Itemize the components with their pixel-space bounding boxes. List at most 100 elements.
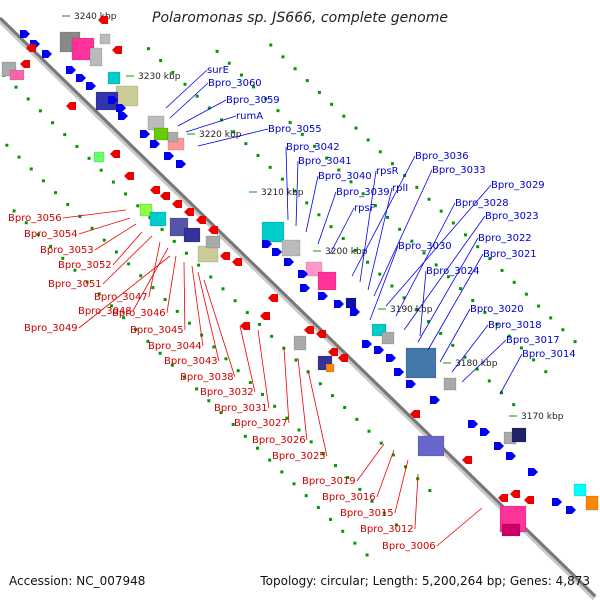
gc-dot bbox=[146, 47, 150, 51]
gene-block bbox=[205, 235, 221, 249]
reverse-gene-arrow bbox=[112, 46, 122, 54]
gc-dot bbox=[61, 256, 65, 260]
gene-block bbox=[93, 151, 105, 163]
reverse-gene-arrow bbox=[184, 208, 194, 216]
forward-gene-arrow bbox=[552, 498, 562, 506]
reverse-gene-arrow bbox=[232, 258, 242, 266]
gc-dot bbox=[483, 310, 487, 314]
forward-gene-arrow bbox=[362, 340, 372, 348]
gc-dot bbox=[231, 422, 235, 426]
gc-dot bbox=[309, 440, 313, 444]
gene-block bbox=[501, 523, 521, 537]
gc-dot bbox=[195, 94, 199, 98]
forward-gene-arrow bbox=[66, 66, 76, 74]
gc-dot bbox=[139, 274, 143, 278]
gc-dot bbox=[305, 79, 309, 83]
gc-dot bbox=[219, 411, 223, 415]
gene-block bbox=[9, 69, 25, 81]
gene-block bbox=[183, 227, 201, 243]
forward-gene-arrow bbox=[350, 308, 360, 316]
reverse-gene-leader bbox=[257, 329, 270, 409]
gene-block bbox=[99, 33, 111, 45]
gc-dot bbox=[459, 287, 463, 291]
gc-dot bbox=[367, 429, 371, 433]
gc-dot bbox=[170, 363, 174, 367]
reverse-gene-arrow bbox=[524, 496, 534, 504]
gc-dot bbox=[280, 470, 284, 474]
gc-dot bbox=[342, 114, 346, 118]
forward-gene-leader bbox=[395, 202, 456, 317]
gc-dot bbox=[382, 511, 386, 515]
reverse-gene-arrow bbox=[260, 312, 270, 320]
gc-dot bbox=[451, 343, 455, 347]
forward-gene-label: Bpro_3017 bbox=[506, 335, 560, 346]
gc-dot bbox=[281, 55, 285, 59]
forward-gene-arrow bbox=[494, 442, 504, 450]
reverse-gene-leader bbox=[297, 357, 308, 441]
reverse-gene-arrow bbox=[410, 410, 420, 418]
gc-dot bbox=[331, 394, 335, 398]
gene-block bbox=[107, 71, 121, 85]
gc-dot bbox=[252, 85, 256, 89]
forward-gene-arrow bbox=[394, 368, 404, 376]
accession-text: Accession: NC_007948 bbox=[9, 574, 146, 588]
forward-gene-arrow bbox=[176, 160, 186, 168]
gc-dot bbox=[500, 268, 504, 272]
gc-dot bbox=[317, 213, 321, 217]
gc-dot bbox=[366, 260, 370, 264]
gene-block bbox=[89, 47, 103, 67]
gc-dot bbox=[471, 299, 475, 303]
reverse-gene-arrow bbox=[462, 456, 472, 464]
forward-gene-label: Bpro_3033 bbox=[432, 165, 486, 176]
gc-dot bbox=[317, 90, 321, 94]
reverse-gene-label: Bpro_3053 bbox=[40, 245, 94, 256]
topology-summary: Topology: circular; Length: 5,200,264 bp… bbox=[260, 574, 590, 588]
gc-dot bbox=[172, 239, 176, 243]
gc-dot bbox=[349, 180, 353, 184]
forward-gene-label: Bpro_3041 bbox=[298, 156, 352, 167]
reverse-gene-leader bbox=[239, 325, 256, 393]
forward-gene-arrow bbox=[300, 284, 310, 292]
gene-block bbox=[167, 131, 179, 143]
gc-dot bbox=[66, 203, 70, 207]
gc-dot bbox=[148, 216, 152, 220]
forward-gene-label: Bpro_3039 bbox=[336, 187, 390, 198]
gc-dot bbox=[122, 316, 126, 320]
gc-dot bbox=[227, 61, 231, 65]
gc-dot bbox=[507, 334, 511, 338]
gc-dot bbox=[343, 406, 347, 410]
gene-block bbox=[585, 495, 599, 511]
gc-dot bbox=[495, 322, 499, 326]
gene-block bbox=[281, 239, 301, 257]
gc-dot bbox=[136, 204, 140, 208]
reverse-gene-leader bbox=[62, 209, 127, 219]
gc-dot bbox=[512, 403, 516, 407]
forward-gene-arrow bbox=[42, 50, 52, 58]
reverse-gene-leader bbox=[78, 255, 171, 329]
kbp-tick-label: 3210 kbp bbox=[261, 188, 304, 198]
forward-gene-arrow bbox=[262, 240, 272, 248]
gc-dot bbox=[353, 248, 357, 252]
gc-dot bbox=[41, 179, 45, 183]
forward-gene-label: Bpro_3059 bbox=[226, 95, 280, 106]
gene-block bbox=[153, 127, 169, 141]
reverse-gene-arrow bbox=[240, 322, 250, 330]
forward-gene-label: Bpro_3022 bbox=[478, 233, 532, 244]
forward-gene-label: Bpro_3020 bbox=[470, 304, 524, 315]
reverse-gene-arrow bbox=[498, 494, 508, 502]
gc-dot bbox=[257, 322, 261, 326]
forward-gene-arrow bbox=[480, 428, 490, 436]
gc-dot bbox=[207, 106, 211, 110]
gc-dot bbox=[163, 297, 167, 301]
forward-gene-label: Bpro_3024 bbox=[426, 266, 480, 277]
gc-dot bbox=[446, 275, 450, 279]
reverse-gene-leader bbox=[132, 247, 169, 312]
reverse-gene-leader bbox=[376, 449, 395, 498]
gc-dot bbox=[312, 144, 316, 148]
gc-dot bbox=[264, 97, 268, 101]
gc-dot bbox=[370, 499, 374, 503]
reverse-gene-leader bbox=[102, 235, 153, 285]
gc-dot bbox=[212, 345, 216, 349]
kbp-tick-label: 3190 kbp bbox=[390, 305, 433, 315]
